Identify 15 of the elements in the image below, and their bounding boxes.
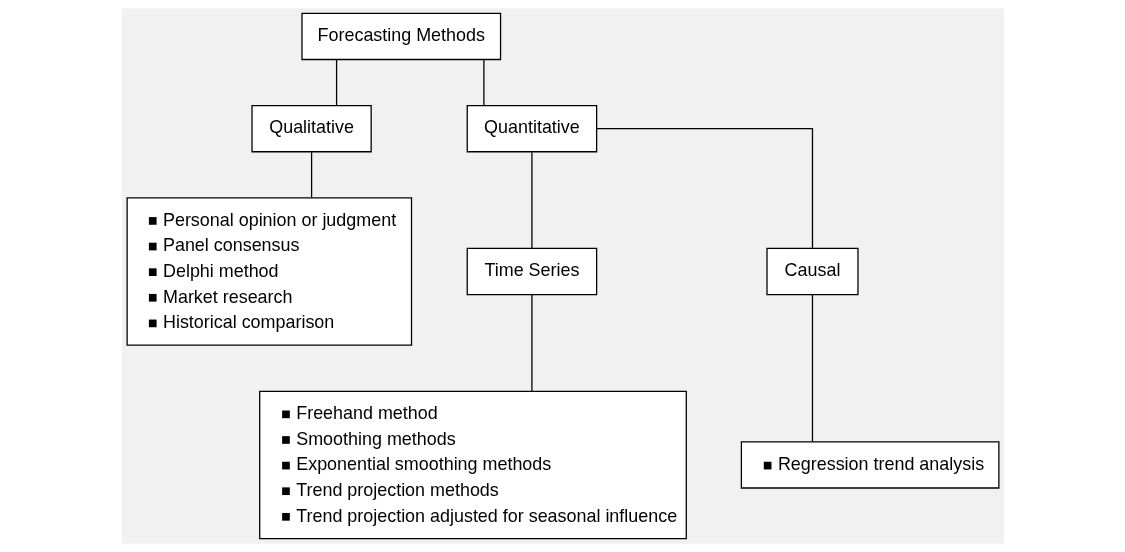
node-box: Forecasting Methods [300, 12, 501, 61]
node-box: Time Series [466, 247, 597, 296]
node-box: Regression trend analysis [740, 441, 999, 489]
connector [530, 151, 533, 249]
connector [335, 59, 337, 106]
connector [811, 294, 813, 443]
connector [595, 128, 813, 249]
node-box: Quantitative [466, 105, 597, 153]
node-box: Causal [765, 247, 859, 296]
node-box: Qualitative [250, 105, 372, 153]
node-box: Personal opinion or judgment Panel consensus Delphi method Market research Historical comparison [126, 197, 412, 346]
connector [482, 59, 485, 106]
node-box: Freehand method Smoothing methods Exponential smoothing methods Trend projection methods Trend projection adjusted for seasonal influence [258, 390, 687, 540]
connector [310, 151, 312, 198]
connector [530, 294, 533, 392]
